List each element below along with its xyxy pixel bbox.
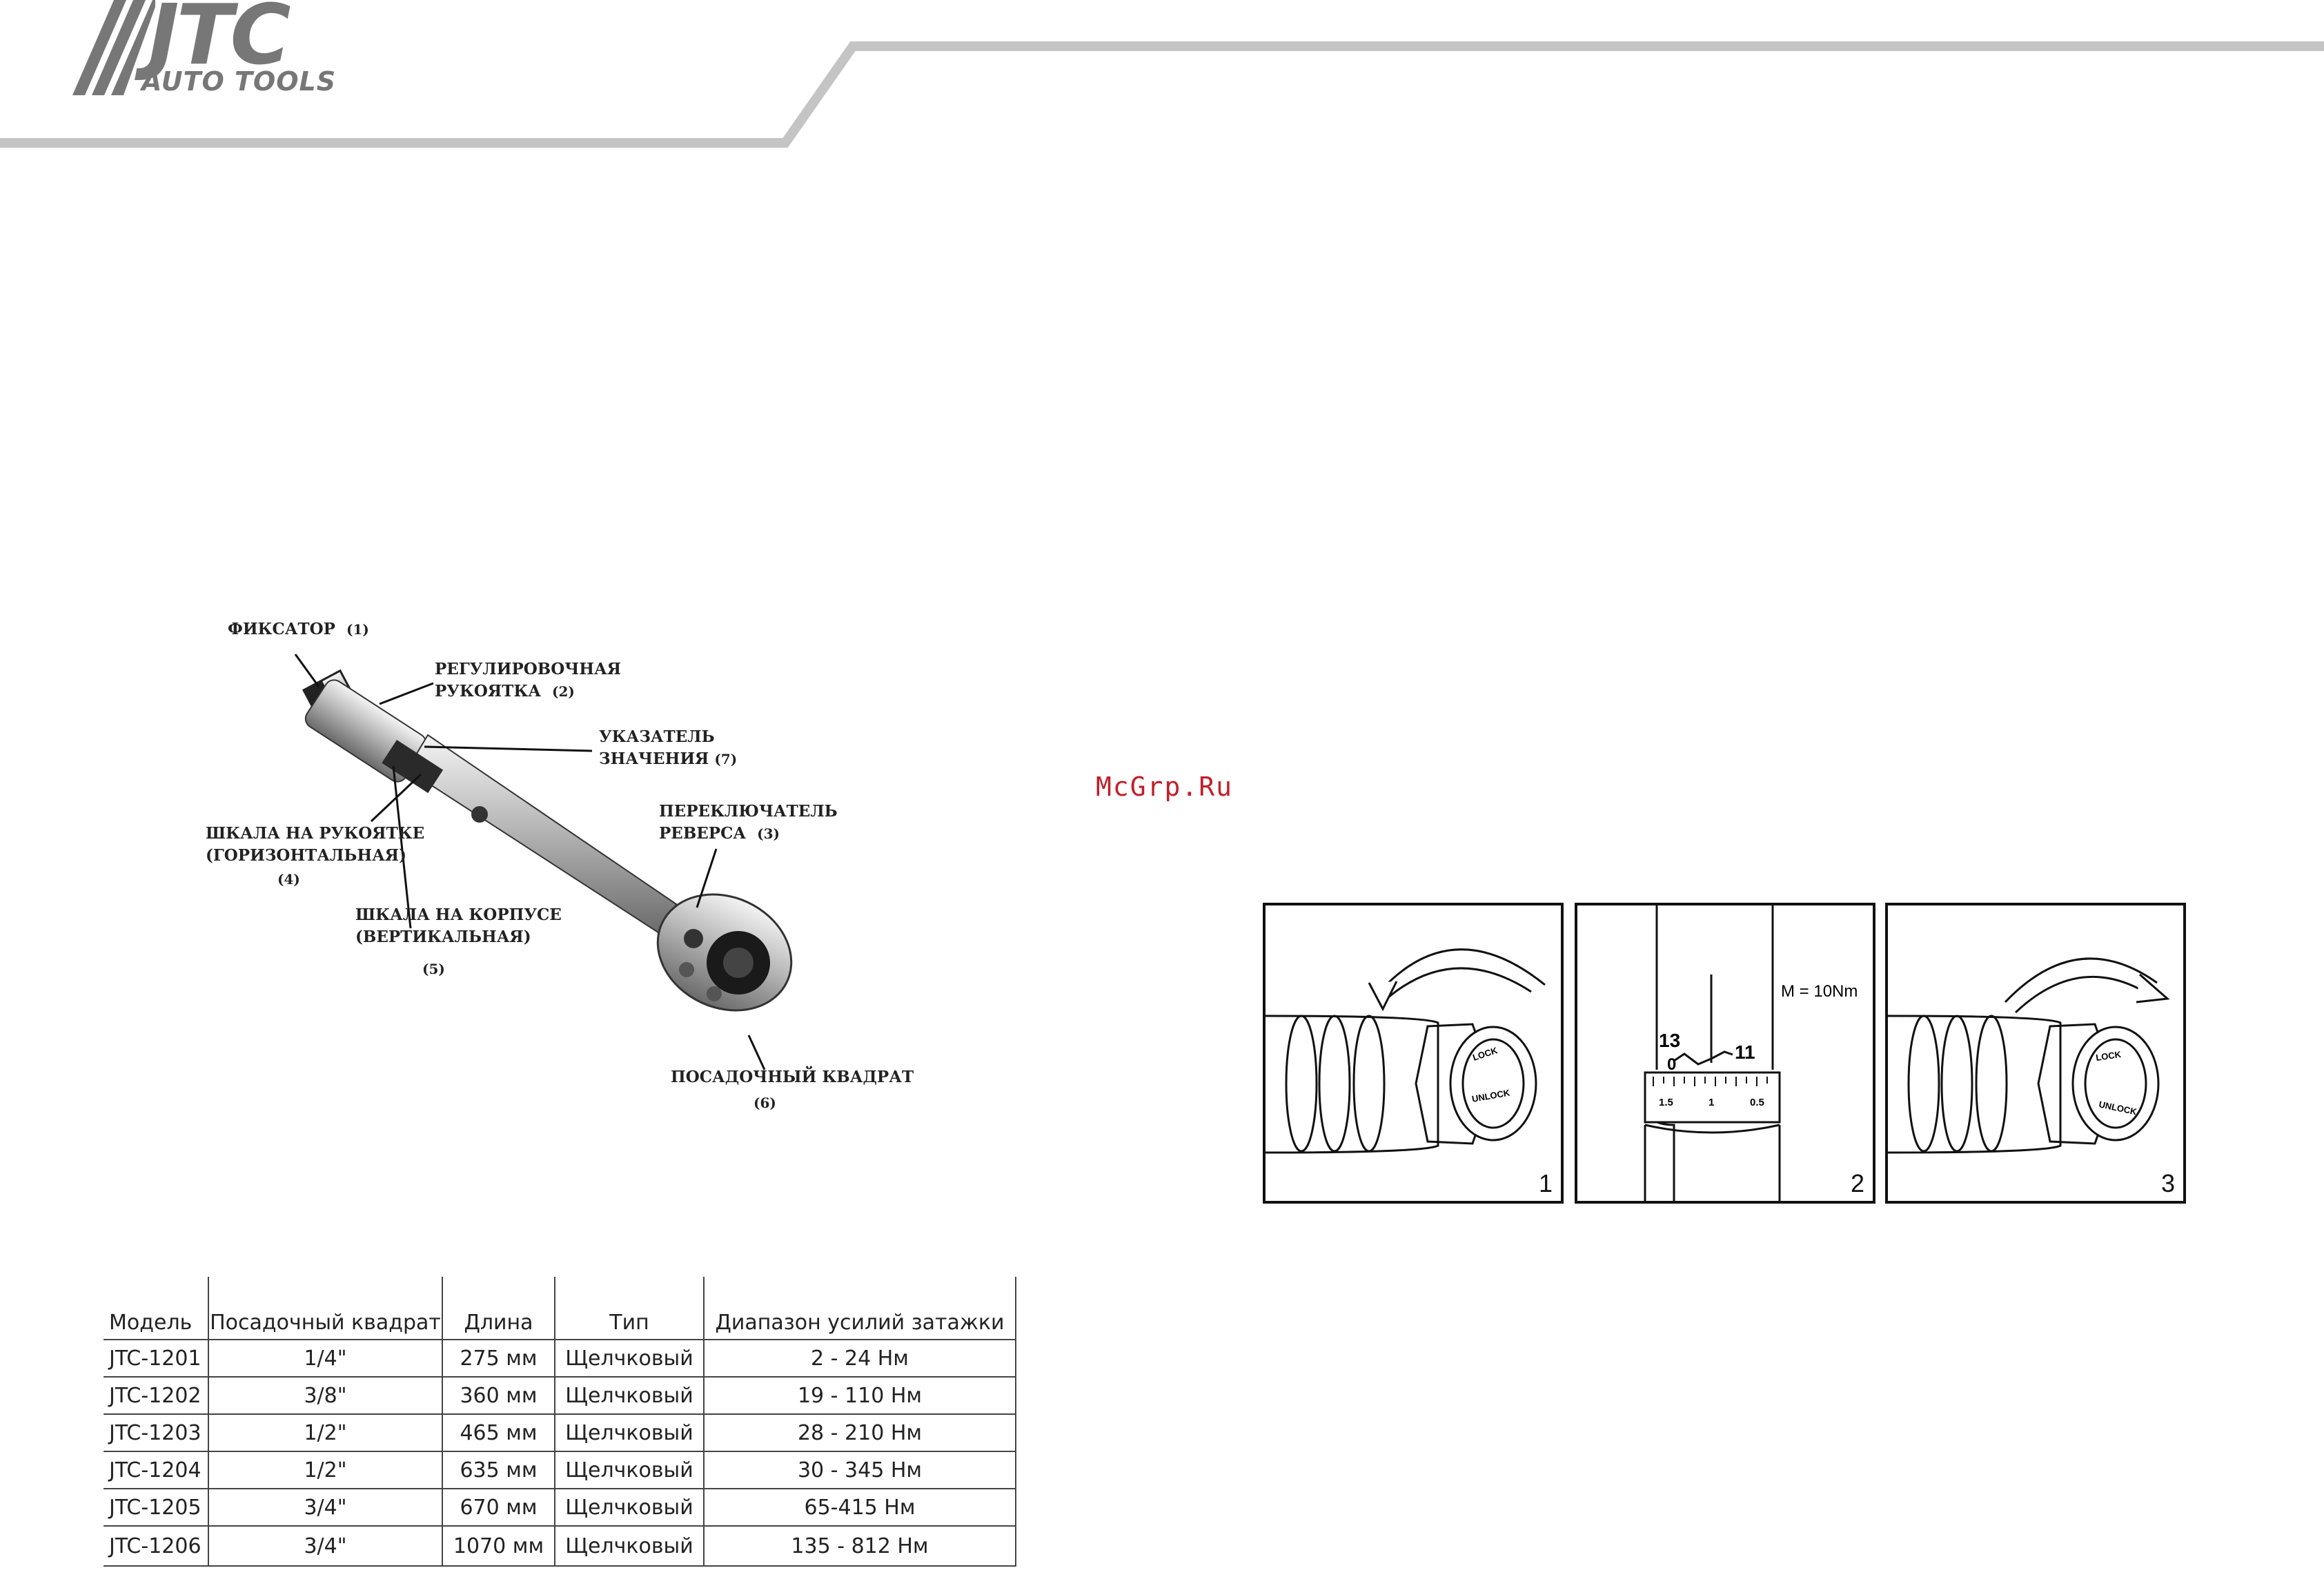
table-row: JTC-1206 3/4" 1070 мм Щелчковый 135 - 81… xyxy=(104,1525,1016,1567)
col-model: Модель xyxy=(109,1311,193,1335)
step-number: 2 xyxy=(1850,1169,1864,1197)
set-torque-illustration: M = 10Nm 13 0 11 1.5 1 0.5 xyxy=(1644,905,1858,1201)
cell: Щелчковый xyxy=(554,1488,704,1526)
table-row: JTC-1202 3/8" 360 мм Щелчковый 19 - 110 … xyxy=(104,1376,1016,1414)
step-panel-3: LOCK UNLOCK 3 xyxy=(1885,903,2186,1204)
logo-text: JTC xyxy=(148,0,291,84)
unlock-step-illustration: LOCK UNLOCK xyxy=(1266,948,1546,1154)
watermark: McGrp.Ru xyxy=(1096,772,1234,802)
scale-13: 13 xyxy=(1659,1030,1680,1051)
cell: 635 мм xyxy=(442,1451,555,1489)
tick-0.5: 0.5 xyxy=(1750,1097,1764,1108)
label-reverse-switch: ПЕРЕКЛЮЧАТЕЛЬ РЕВЕРСА (3) xyxy=(659,802,838,843)
label-handle-scale: ШКАЛА НА РУКОЯТКЕ (ГОРИЗОНТАЛЬНАЯ) xyxy=(206,824,425,865)
cell: 1/2" xyxy=(208,1413,442,1451)
tick-1.5: 1.5 xyxy=(1659,1097,1673,1108)
torque-wrench-illustration xyxy=(294,654,793,1070)
cell: Щелчковый xyxy=(554,1376,704,1414)
cell: JTC-1204 xyxy=(104,1451,208,1489)
cell: 275 мм xyxy=(442,1339,555,1377)
step-panel-2: M = 10Nm 13 0 11 1.5 1 0.5 2 xyxy=(1575,903,1875,1204)
col-drive: Посадочный квадрат xyxy=(208,1277,442,1340)
logo-stripes-icon xyxy=(72,0,155,95)
cell: 1/4" xyxy=(208,1339,442,1377)
logo-subtitle: AUTO TOOLS xyxy=(141,66,337,97)
table-row: JTC-1201 1/4" 275 мм Щелчковый 2 - 24 Нм xyxy=(104,1339,1016,1377)
label-square-drive-num: (6) xyxy=(754,1095,776,1111)
cell: JTC-1202 xyxy=(104,1376,208,1414)
table-row: JTC-1203 1/2" 465 мм Щелчковый 28 - 210 … xyxy=(104,1413,1016,1451)
cell: 30 - 345 Нм xyxy=(703,1451,1016,1489)
wrench-diagram: ФИКСАТОР (1) РЕГУЛИРОВОЧНАЯ РУКОЯТКА (2)… xyxy=(200,594,914,1111)
label-indicator: УКАЗАТЕЛЬ ЗНАЧЕНИЯ (7) xyxy=(599,727,738,768)
cell: Щелчковый xyxy=(554,1525,704,1567)
table-row: JTC-1204 1/2" 635 мм Щелчковый 30 - 345 … xyxy=(104,1451,1016,1489)
cell: JTC-1206 xyxy=(104,1525,208,1567)
table-header-row: Модель Посадочный квадрат Длина Тип Диап… xyxy=(104,1277,1016,1340)
cell: 2 - 24 Нм xyxy=(703,1339,1016,1377)
col-length: Длина xyxy=(442,1277,555,1340)
arrow-left-icon xyxy=(1368,981,1398,1012)
table-row: JTC-1205 3/4" 670 мм Щелчковый 65-415 Нм xyxy=(104,1488,1016,1526)
cell: Щелчковый xyxy=(554,1451,704,1489)
lock-step-illustration: LOCK UNLOCK xyxy=(1888,957,2170,1154)
cell: 465 мм xyxy=(442,1413,555,1451)
label-body-scale-num: (5) xyxy=(422,961,445,977)
label-lock: ФИКСАТОР (1) xyxy=(228,620,369,638)
cell: 3/4" xyxy=(208,1488,442,1526)
cell: 1070 мм xyxy=(442,1525,555,1567)
cell: 1/2" xyxy=(208,1451,442,1489)
cell: 28 - 210 Нм xyxy=(703,1413,1016,1451)
header-rule xyxy=(0,41,2324,148)
cell: 19 - 110 Нм xyxy=(703,1376,1016,1414)
step-number: 3 xyxy=(2160,1169,2175,1197)
label-body-scale: ШКАЛА НА КОРПУСЕ (ВЕРТИКАЛЬНАЯ) xyxy=(355,905,562,946)
cell: 3/4" xyxy=(208,1525,442,1567)
cell: JTC-1201 xyxy=(104,1339,208,1377)
arrow-right-icon xyxy=(2136,973,2170,1003)
cell: JTC-1205 xyxy=(104,1488,208,1526)
col-range: Диапазон усилий затажки xyxy=(703,1277,1016,1340)
cell: 360 мм xyxy=(442,1376,555,1414)
cell: 65-415 Нм xyxy=(703,1488,1016,1526)
spec-table: Модель Посадочный квадрат Длина Тип Диап… xyxy=(104,1277,1016,1567)
label-handle-scale-num: (4) xyxy=(277,871,300,888)
cell: 135 - 812 Нм xyxy=(703,1525,1016,1567)
cell: 3/8" xyxy=(208,1376,442,1414)
step-panel-1: LOCK UNLOCK 1 xyxy=(1263,903,1564,1204)
step-number: 1 xyxy=(1538,1169,1553,1197)
scale-11: 11 xyxy=(1735,1041,1755,1063)
torque-value: M = 10Nm xyxy=(1781,982,1858,1001)
cell: Щелчковый xyxy=(554,1339,704,1377)
cell: JTC-1203 xyxy=(104,1413,208,1451)
label-square-drive: ПОСАДОЧНЫЙ КВАДРАТ xyxy=(671,1068,914,1086)
cell: 670 мм xyxy=(442,1488,555,1526)
label-adjust-handle: РЕГУЛИРОВОЧНАЯ РУКОЯТКА (2) xyxy=(435,660,621,701)
tick-1: 1 xyxy=(1708,1097,1714,1108)
scale-0: 0 xyxy=(1667,1055,1676,1074)
cell: Щелчковый xyxy=(554,1413,704,1451)
col-type: Тип xyxy=(554,1277,704,1340)
lock-text: LOCK xyxy=(2095,1049,2122,1063)
